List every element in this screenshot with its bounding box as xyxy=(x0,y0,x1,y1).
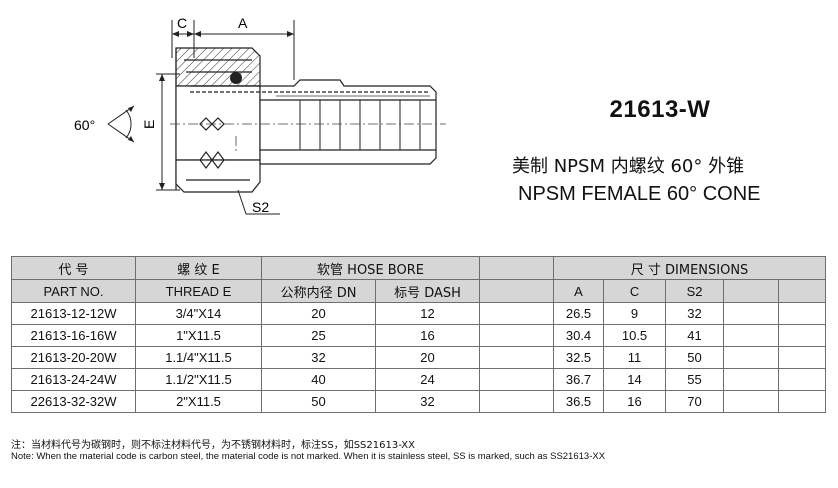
cell-dash: 20 xyxy=(374,346,481,369)
cell-empty xyxy=(479,302,555,325)
cell-c: 11 xyxy=(603,346,667,369)
cell-s2: 70 xyxy=(665,390,725,413)
spec-table: 代 号 螺 纹 E 软管 HOSE BORE 尺 寸 DIMENSIONS PA… xyxy=(11,256,827,413)
header-c: C xyxy=(603,279,667,303)
cell-a: 30.4 xyxy=(553,324,605,347)
cell-part: 21613-16-16W xyxy=(11,324,136,347)
header-code-en: PART NO. xyxy=(11,279,136,303)
header-s2: S2 xyxy=(665,279,725,303)
cell-empty xyxy=(723,346,780,369)
cell-a: 36.5 xyxy=(553,390,605,413)
cell-s2: 55 xyxy=(665,368,725,391)
cell-c: 10.5 xyxy=(603,324,667,347)
cell-empty xyxy=(723,302,780,325)
center-line xyxy=(170,123,446,152)
cell-empty xyxy=(778,368,827,391)
o-ring xyxy=(230,72,242,84)
cell-empty xyxy=(479,346,555,369)
header-spacer xyxy=(479,256,555,280)
cell-empty xyxy=(778,302,827,325)
label-angle: 60° xyxy=(74,117,95,133)
hose-stem xyxy=(190,79,437,165)
cell-dn: 25 xyxy=(261,324,376,347)
header-code-cn: 代 号 xyxy=(11,256,136,280)
product-description-cn: 美制 NPSM 内螺纹 60° 外锥 xyxy=(512,156,745,177)
table-row: 22613-32-32W 2"X11.5 50 32 36.5 16 70 xyxy=(11,390,827,413)
cell-s2: 50 xyxy=(665,346,725,369)
cell-s2: 32 xyxy=(665,302,725,325)
table-header-row-1: 代 号 螺 纹 E 软管 HOSE BORE 尺 寸 DIMENSIONS xyxy=(11,256,827,280)
cell-s2: 41 xyxy=(665,324,725,347)
cell-thread: 3/4"X14 xyxy=(135,302,262,325)
cell-thread: 2"X11.5 xyxy=(135,390,262,413)
cell-dash: 24 xyxy=(374,368,481,391)
cell-empty xyxy=(479,390,555,413)
cell-dash: 32 xyxy=(374,390,481,413)
header-spacer xyxy=(723,279,780,303)
header-dn: 公称内径 DN xyxy=(261,279,376,303)
cell-dash: 12 xyxy=(374,302,481,325)
cell-empty xyxy=(723,324,780,347)
cell-c: 16 xyxy=(603,390,667,413)
cell-c: 9 xyxy=(603,302,667,325)
product-code: 21613-W xyxy=(609,96,711,123)
cell-empty xyxy=(778,346,827,369)
table-row: 21613-24-24W 1.1/2"X11.5 40 24 36.7 14 5… xyxy=(11,368,827,391)
header-thread-cn: 螺 纹 E xyxy=(135,256,262,280)
note-cn: 注：当材料代号为碳钢时，则不标注材料代号，为不锈钢材料时，标注SS，如SS216… xyxy=(11,440,416,451)
header-dash: 标号 DASH xyxy=(374,279,481,303)
cell-part: 22613-32-32W xyxy=(11,390,136,413)
header-spacer xyxy=(479,279,555,303)
cell-a: 26.5 xyxy=(553,302,605,325)
cell-empty xyxy=(778,390,827,413)
cell-part: 21613-20-20W xyxy=(11,346,136,369)
cell-thread: 1"X11.5 xyxy=(135,324,262,347)
fitting-drawing: C A E 60° xyxy=(74,15,446,215)
note-en: Note: When the material code is carbon s… xyxy=(11,451,606,462)
cell-dn: 32 xyxy=(261,346,376,369)
s2-leader xyxy=(237,189,280,215)
cell-c: 14 xyxy=(603,368,667,391)
cell-part: 21613-12-12W xyxy=(11,302,136,325)
angle-mark xyxy=(107,105,135,143)
cell-empty xyxy=(723,368,780,391)
cell-empty xyxy=(479,368,555,391)
cell-dn: 50 xyxy=(261,390,376,413)
header-thread-en: THREAD E xyxy=(135,279,262,303)
header-hose-bore: 软管 HOSE BORE xyxy=(260,256,481,280)
table-row: 21613-16-16W 1"X11.5 25 16 30.4 10.5 41 xyxy=(11,324,827,347)
header-dimensions: 尺 寸 DIMENSIONS xyxy=(553,256,827,280)
cell-thread: 1.1/4"X11.5 xyxy=(135,346,262,369)
label-c: C xyxy=(177,15,187,31)
cell-a: 36.7 xyxy=(553,368,605,391)
label-e: E xyxy=(141,120,157,129)
cell-part: 21613-24-24W xyxy=(11,368,136,391)
cell-empty xyxy=(723,390,780,413)
cell-empty xyxy=(778,324,827,347)
table-header-row-2: PART NO. THREAD E 公称内径 DN 标号 DASH A C S2 xyxy=(11,279,827,303)
table-row: 21613-12-12W 3/4"X14 20 12 26.5 9 32 xyxy=(11,302,827,325)
product-description-en: NPSM FEMALE 60° CONE xyxy=(518,183,761,205)
cell-dn: 20 xyxy=(261,302,376,325)
cell-empty xyxy=(479,324,555,347)
label-a: A xyxy=(238,15,248,31)
cell-dash: 16 xyxy=(374,324,481,347)
cell-a: 32.5 xyxy=(553,346,605,369)
label-s2: S2 xyxy=(252,199,269,215)
cell-thread: 1.1/2"X11.5 xyxy=(135,368,262,391)
cell-dn: 40 xyxy=(261,368,376,391)
header-spacer xyxy=(778,279,827,303)
table-row: 21613-20-20W 1.1/4"X11.5 32 20 32.5 11 5… xyxy=(11,346,827,369)
header-a: A xyxy=(553,279,605,303)
nut-body xyxy=(175,47,261,193)
